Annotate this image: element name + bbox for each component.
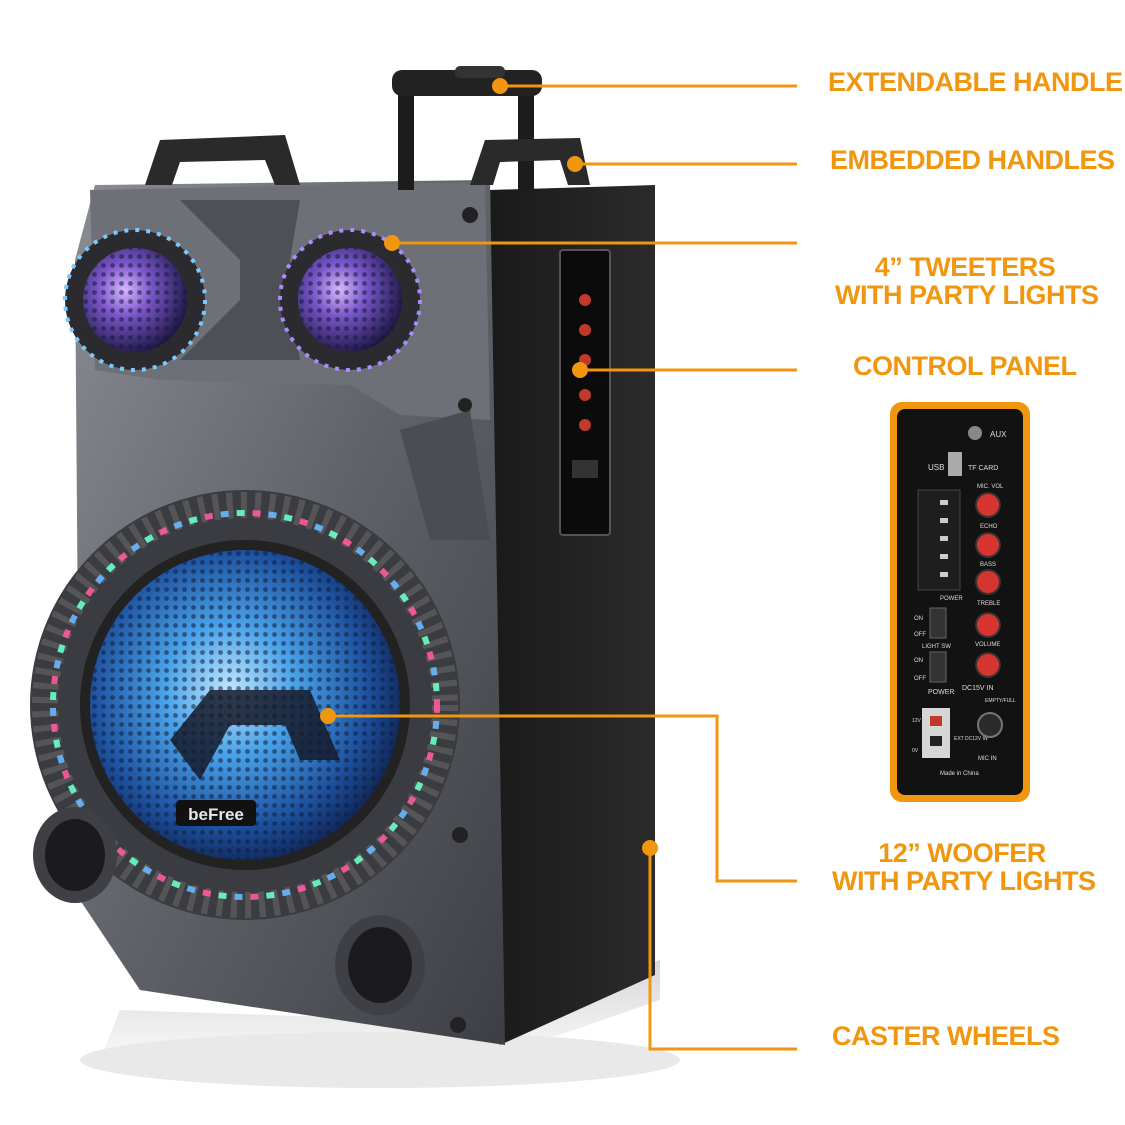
ext-dc-label: EXT DC12V IN (954, 736, 988, 742)
callout-woofer: 12” WOOFER WITH PARTY LIGHTS (832, 838, 1096, 896)
power-led-label: POWER (940, 596, 963, 602)
light-off-label: OFF (914, 632, 926, 638)
brand-logo: beFree (188, 805, 244, 824)
callout-control-panel-text: CONTROL PANEL (853, 351, 1077, 381)
callout-tweeters: 4” TWEETERS WITH PARTY LIGHTS (835, 252, 1099, 310)
callout-extendable-handle: EXTENDABLE HANDLE (828, 68, 1123, 96)
usb-label: USB (928, 463, 944, 472)
woofer: beFree (30, 490, 460, 920)
volume-label: VOLUME (975, 642, 1000, 648)
tf-card-label: TF CARD (968, 465, 998, 472)
made-in-label: Made in China (940, 771, 979, 777)
treble-label: TREBLE (977, 601, 1000, 607)
callout-woofer-line1: 12” WOOFER (878, 838, 1046, 868)
dc-in-label: DC15V IN (962, 685, 994, 692)
0v-label: 0V (912, 748, 919, 754)
callout-tweeters-line2: WITH PARTY LIGHTS (835, 280, 1099, 310)
aux-label: AUX (990, 430, 1007, 439)
bass-ports (33, 807, 425, 1015)
power-on-label: ON (914, 658, 923, 664)
power-off-label: OFF (914, 676, 926, 682)
callout-extendable-handle-text: EXTENDABLE HANDLE (828, 67, 1123, 97)
callout-embedded-handles-text: EMBEDDED HANDLES (830, 145, 1115, 175)
mic-vol-label: MIC. VOL (977, 484, 1004, 490)
callout-embedded-handles: EMBEDDED HANDLES (830, 146, 1115, 174)
echo-label: ECHO (980, 524, 998, 530)
callout-tweeters-line1: 4” TWEETERS (874, 252, 1056, 282)
callout-control-panel: CONTROL PANEL (853, 352, 1077, 380)
control-panel-inset: AUX USB TF CARD MIC. VOL ECHO BASS TREBL… (890, 402, 1030, 802)
right-tweeter (278, 228, 422, 372)
callout-dots (320, 78, 658, 856)
embedded-handles (145, 135, 590, 185)
battery-indicator-label: EMPTY/FULL (985, 698, 1016, 704)
12v-label: 12V (912, 718, 922, 724)
callout-woofer-line2: WITH PARTY LIGHTS (832, 866, 1096, 896)
power-label: POWER (928, 689, 954, 696)
callout-caster-wheels: CASTER WHEELS (832, 1022, 1060, 1050)
speaker-side-panel (490, 185, 655, 1045)
bass-label: BASS (980, 562, 996, 568)
light-on-label: ON (914, 616, 923, 622)
left-tweeter (63, 228, 207, 372)
callout-lines (328, 84, 797, 1051)
callout-caster-wheels-text: CASTER WHEELS (832, 1021, 1060, 1051)
light-sw-label: LIGHT SW (922, 644, 951, 650)
mic-in-label: MIC IN (978, 756, 997, 762)
